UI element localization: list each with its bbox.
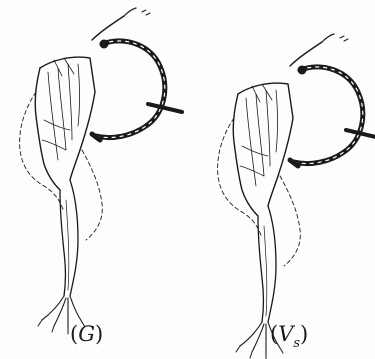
panel-label-vs: (Vs): [270, 322, 308, 351]
panel-label-g: (G): [70, 322, 103, 351]
left-preparation: [20, 8, 182, 334]
right-preparation: [218, 34, 375, 359]
